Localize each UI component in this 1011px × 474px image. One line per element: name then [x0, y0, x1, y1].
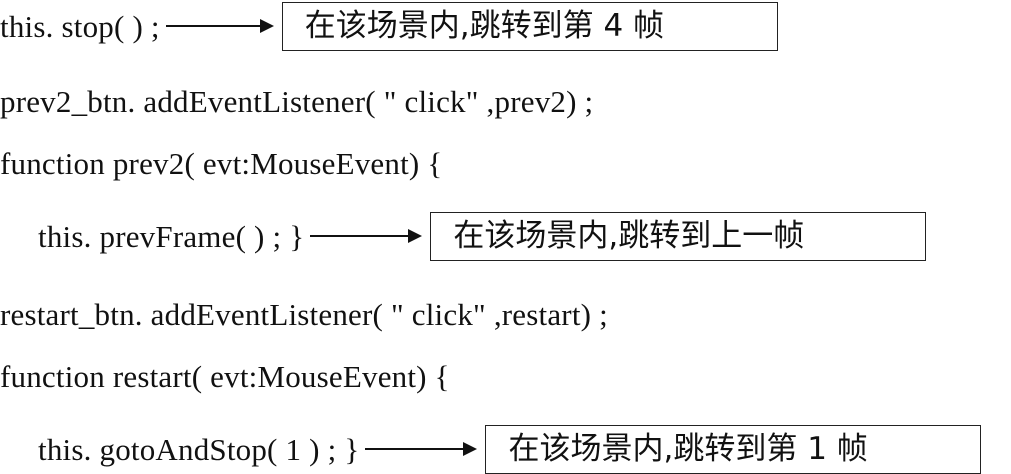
code-line-3: function prev2( evt:MouseEvent) {: [0, 138, 442, 188]
annotation-box: 在该场景内,跳转到第 1 帧: [485, 424, 982, 474]
code-line-6: function restart( evt:MouseEvent) {: [0, 351, 450, 401]
code-line-1: this. stop( ) ; 在该场景内,跳转到第 4 帧: [0, 1, 778, 51]
right-arrow-icon: [310, 226, 423, 246]
code-text: this. gotoAndStop( 1 ) ; }: [38, 431, 360, 467]
annotation-box: 在该场景内,跳转到第 4 帧: [281, 1, 778, 51]
code-line-2: prev2_btn. addEventListener( " click" ,p…: [0, 76, 593, 126]
code-text: function restart( evt:MouseEvent) {: [0, 358, 450, 394]
right-arrow-icon: [165, 16, 274, 36]
code-line-5: restart_btn. addEventListener( " click" …: [0, 289, 608, 339]
code-line-4: this. prevFrame( ) ; } 在该场景内,跳转到上一帧: [38, 211, 927, 261]
code-text: this. stop( ) ;: [0, 8, 160, 44]
code-text: this. prevFrame( ) ; }: [38, 218, 305, 254]
code-text: function prev2( evt:MouseEvent) {: [0, 145, 443, 181]
right-arrow-icon: [365, 439, 478, 459]
code-line-7: this. gotoAndStop( 1 ) ; } 在该场景内,跳转到第 1 …: [38, 424, 982, 474]
annotation-box: 在该场景内,跳转到上一帧: [430, 211, 927, 261]
code-text: restart_btn. addEventListener( " click" …: [0, 296, 608, 332]
code-text: prev2_btn. addEventListener( " click" ,p…: [0, 83, 594, 119]
